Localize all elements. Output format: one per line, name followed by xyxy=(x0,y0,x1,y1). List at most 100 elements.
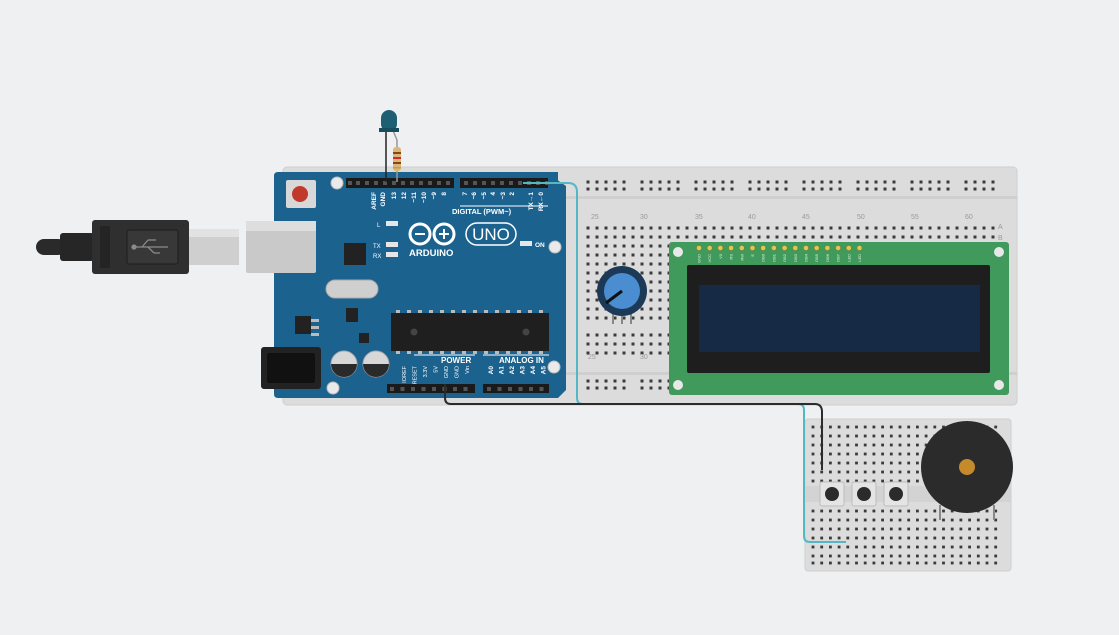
analog-pin-label: A0 xyxy=(488,366,495,375)
lcd-pin-label: DB5 xyxy=(814,253,819,262)
model-label: UNO xyxy=(472,225,510,244)
analog-in-label: ANALOG IN xyxy=(499,356,544,365)
analog-pin-label: A2 xyxy=(509,366,516,375)
col-num-30: 30 xyxy=(640,214,648,221)
digital-pin-label: 7 xyxy=(462,192,469,196)
usb-cable[interactable] xyxy=(36,220,239,274)
power-pin-label: GND xyxy=(444,366,450,378)
piezo-buzzer[interactable] xyxy=(921,421,1013,520)
usb-chip xyxy=(344,243,366,265)
lcd-pin-label: DB1 xyxy=(771,253,776,262)
analog-pin-label: A5 xyxy=(541,366,548,375)
digital-header-label: DIGITAL (PWM~) xyxy=(452,207,512,216)
lcd-screen xyxy=(699,285,980,352)
lcd-pin-label: DB0 xyxy=(761,253,766,262)
digital-pin-label: GND xyxy=(380,192,387,207)
digital-pin-label: TX→1 xyxy=(528,192,535,211)
lcd-mount-hole xyxy=(673,247,683,257)
col-num-50: 50 xyxy=(857,214,865,221)
col-num-45: 45 xyxy=(802,214,810,221)
col-num-40: 40 xyxy=(748,214,756,221)
push-button-2[interactable] xyxy=(851,481,877,507)
power-pin-label: GND xyxy=(455,366,461,378)
digital-pin-label: 2 xyxy=(509,192,516,196)
digital-pin-label: ~11 xyxy=(411,192,418,203)
rx-led-label: RX xyxy=(373,254,381,260)
lcd-module[interactable]: GND VCC V0 RS RW E DB0 DB1 DB2 DB3 DB4 DB5 DB6 DB7 LED… xyxy=(669,242,1009,395)
digital-pin-label: ~9 xyxy=(431,192,438,200)
lcd-pin-label: GND xyxy=(697,254,702,263)
lcd-pin-label: DB4 xyxy=(804,253,809,262)
l-led-label: L xyxy=(377,223,381,229)
lcd-pin-label: DB6 xyxy=(825,253,830,262)
mount-hole xyxy=(547,360,561,374)
lcd-pin-label: E xyxy=(750,254,755,257)
digital-pin-label: ~6 xyxy=(471,192,478,200)
digital-pin-label: ~3 xyxy=(500,192,507,200)
power-pin-label: 5V xyxy=(434,366,440,373)
on-led xyxy=(520,241,532,246)
usb-jack xyxy=(246,221,316,273)
digital-pin-label: AREF xyxy=(371,192,378,210)
usb-symbol-icon xyxy=(131,239,168,254)
power-pin-label: Vin xyxy=(465,366,471,374)
col-num-35: 35 xyxy=(695,214,703,221)
lcd-pin-label: VCC xyxy=(707,254,712,263)
lcd-mount-hole xyxy=(673,380,683,390)
row-letter-a: A xyxy=(998,224,1003,231)
analog-header xyxy=(483,384,549,393)
col-num-25: 25 xyxy=(591,214,599,221)
push-button-1[interactable] xyxy=(819,481,845,507)
lcd-pin-label: DB3 xyxy=(793,253,798,262)
reset-button[interactable] xyxy=(286,180,316,208)
potentiometer[interactable] xyxy=(597,266,647,324)
lcd-pin-label: DB2 xyxy=(782,253,787,262)
mount-hole xyxy=(330,176,344,190)
resistor[interactable] xyxy=(393,140,401,182)
lcd-pin-label: V0 xyxy=(718,253,723,259)
push-button-3[interactable] xyxy=(883,481,909,507)
crystal-oscillator xyxy=(325,279,379,299)
power-pin-label: 3.3V xyxy=(423,366,429,378)
lcd-pin-label: DB7 xyxy=(836,253,841,262)
analog-pin-label: A4 xyxy=(530,366,537,375)
rx-led xyxy=(386,252,398,257)
lcd-mount-hole xyxy=(994,247,1004,257)
potentiometer-knob-pointer xyxy=(605,289,623,305)
l-led xyxy=(386,221,398,226)
col-num-bottom-25: 25 xyxy=(588,354,596,361)
wire-black[interactable] xyxy=(444,384,823,470)
power-pin-label: IOREF xyxy=(402,365,408,382)
on-label: ON xyxy=(535,242,545,249)
power-label: POWER xyxy=(441,356,471,365)
lcd-pin-label: RW xyxy=(739,254,744,261)
digital-pin-label: 13 xyxy=(391,192,398,200)
row-letter-b: B xyxy=(998,235,1003,242)
digital-pin-label: 4 xyxy=(490,192,497,196)
analog-pin-label: A3 xyxy=(520,366,527,375)
col-num-55: 55 xyxy=(911,214,919,221)
regulator-chip xyxy=(346,308,358,322)
digital-pin-label: ~5 xyxy=(481,192,488,200)
lcd-pin-label: LED xyxy=(846,254,851,262)
digital-pin-label: ~10 xyxy=(421,192,428,203)
lcd-mount-hole xyxy=(994,380,1004,390)
analog-pin-label: A1 xyxy=(499,366,506,375)
lcd-pin-label: RS xyxy=(729,254,734,260)
uno-badge xyxy=(465,222,517,246)
mount-hole xyxy=(548,240,562,254)
tx-led-label: TX xyxy=(373,244,381,250)
brand-label: ARDUINO xyxy=(409,248,453,259)
capacitors xyxy=(330,350,390,378)
led[interactable] xyxy=(379,110,399,182)
col-num-bottom-30: 30 xyxy=(640,354,648,361)
digital-pin-label: 12 xyxy=(401,192,408,200)
mount-hole xyxy=(326,381,340,395)
digital-pin-label: 8 xyxy=(441,192,448,196)
digital-pin-label: RX←0 xyxy=(538,192,545,212)
